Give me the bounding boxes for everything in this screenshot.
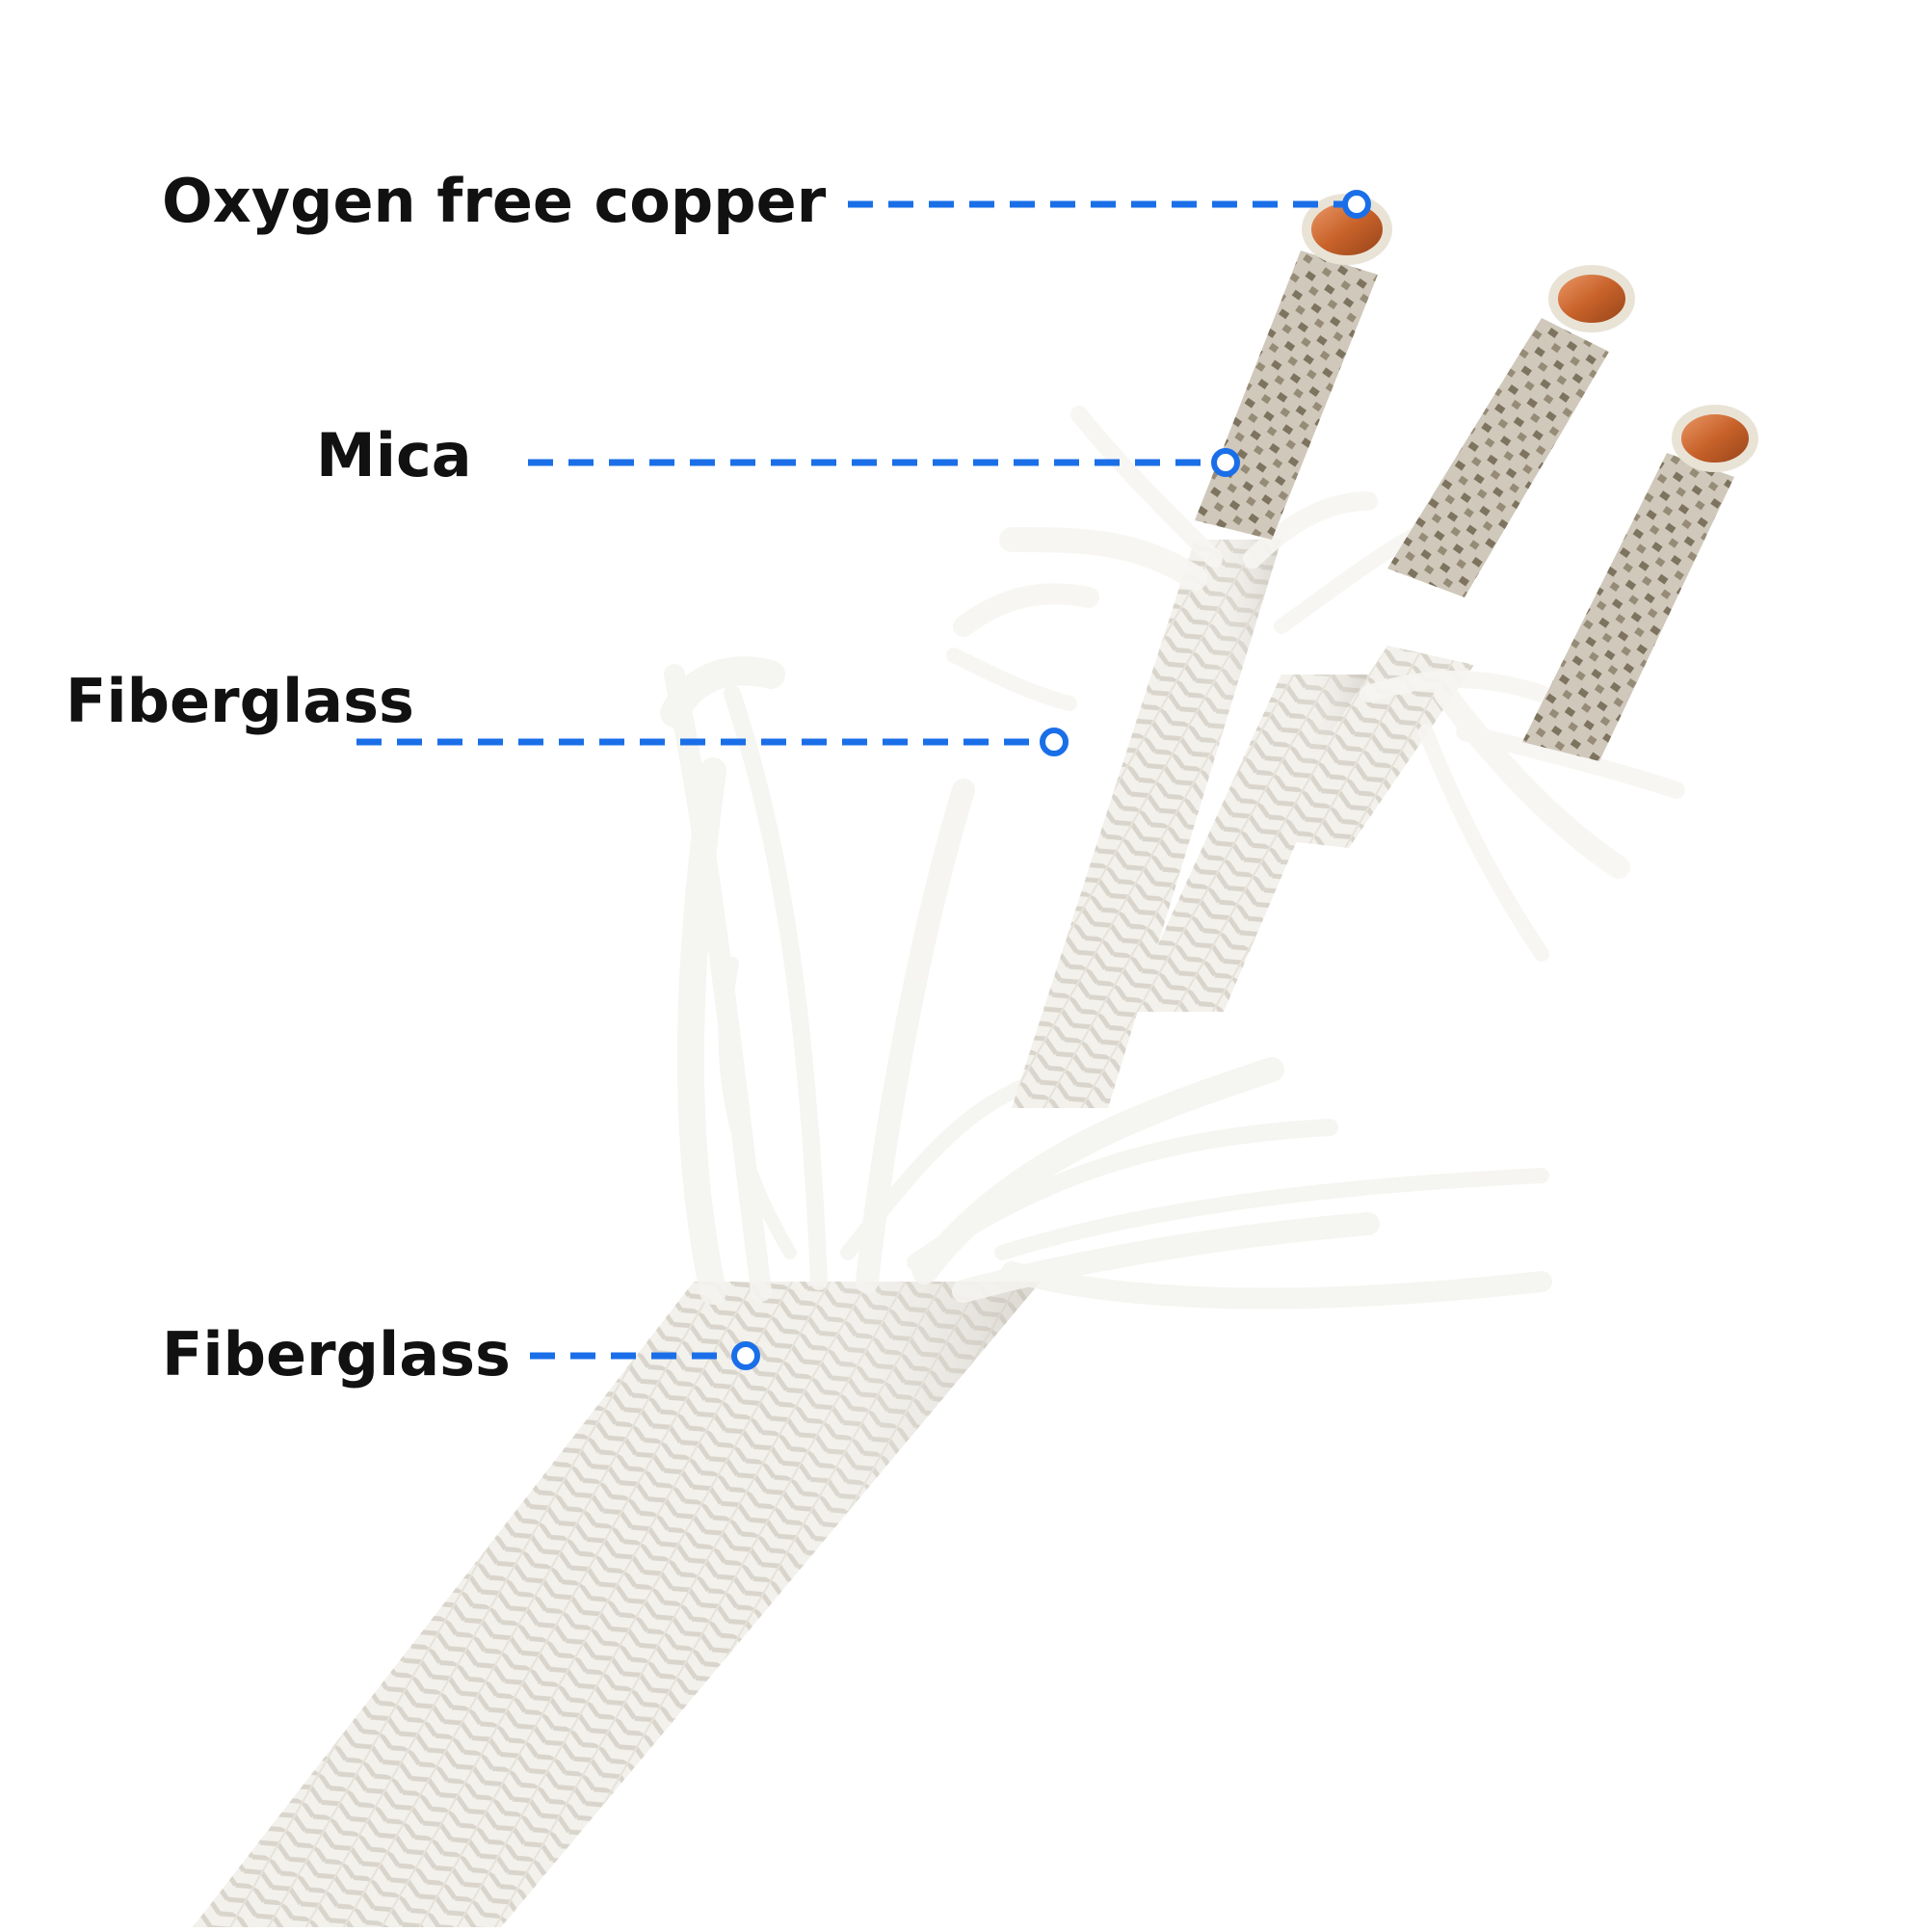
label-mica: Mica (316, 420, 472, 490)
label-fiberglass-outer: Fiberglass (162, 1319, 511, 1389)
mica-pointer-dot (1211, 448, 1240, 477)
label-fiberglass-inner: Fiberglass (66, 666, 414, 736)
outer-fiberglass-jacket (193, 1282, 1041, 1927)
mica-layer-middle (1387, 318, 1609, 597)
mica-layer-left (1195, 251, 1378, 540)
inner-fiberglass-middle (1127, 675, 1368, 1012)
label-oxygen-free-copper: Oxygen free copper (162, 166, 827, 236)
copper-core-middle (1548, 265, 1635, 332)
copper-pointer-dot (1342, 190, 1371, 219)
inner-fiberglass-right (1262, 646, 1474, 848)
inner-fiberglass-left (1012, 540, 1281, 1108)
frayed-outer-fibers (660, 656, 1552, 1310)
mica-layer-right (1522, 453, 1734, 761)
fiberglass-outer-pointer-dot (731, 1341, 760, 1370)
copper-core-right (1672, 405, 1758, 472)
fiberglass-inner-pointer-dot (1040, 728, 1069, 756)
